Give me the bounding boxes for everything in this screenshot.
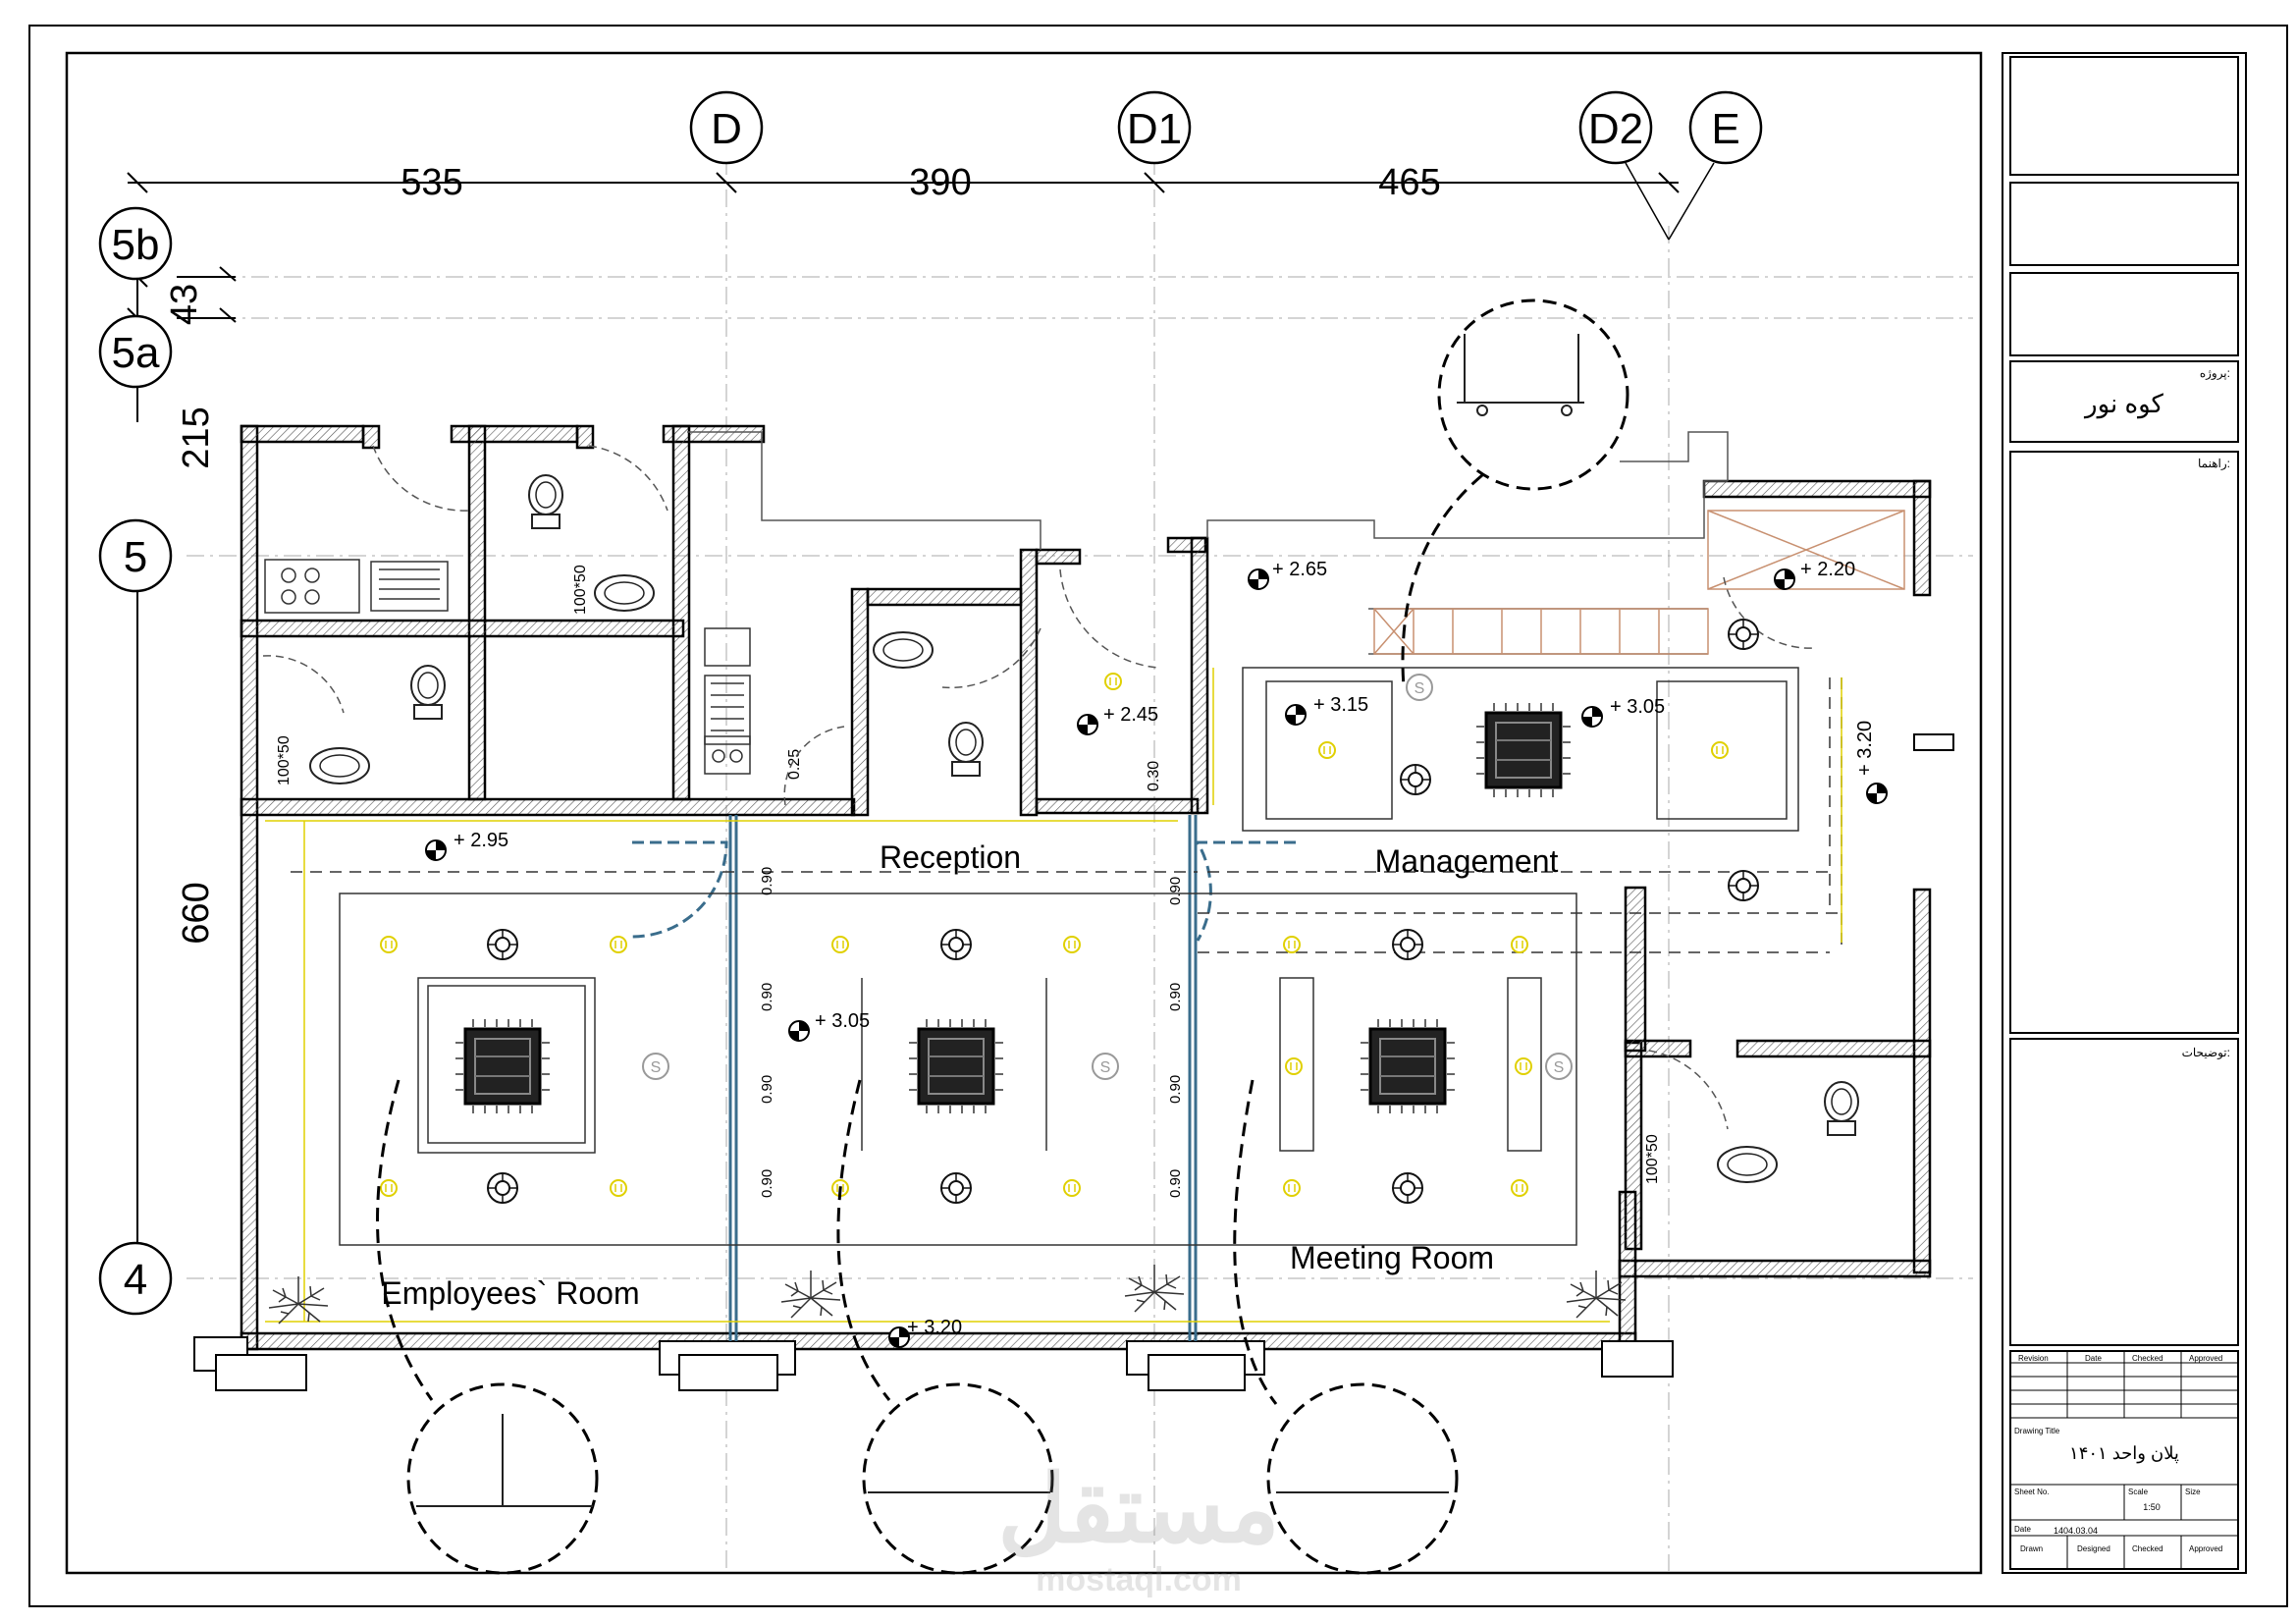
dim-note-8: 0.90 [759, 1075, 775, 1104]
dim-note-5: 0.30 [1146, 761, 1162, 791]
grid-label-4: 4 [124, 1256, 147, 1304]
door-swings [262, 445, 1817, 1130]
dim-note-6: 0.90 [759, 867, 775, 895]
dim-note-12: 0.90 [1167, 1075, 1184, 1104]
dim-note-11: 0.90 [1167, 983, 1184, 1011]
room-label-employees: Employees` Room [381, 1275, 639, 1311]
dim-top-3: 465 [1378, 162, 1440, 203]
level-markers [425, 568, 1888, 1348]
dim-note-4: 0.25 [786, 749, 803, 780]
tb-project-name: کوه نور [2083, 389, 2164, 419]
tb-scale-value: 1:50 [2143, 1502, 2161, 1512]
dim-note-9: 0.90 [759, 1169, 775, 1198]
level-6: + 3.15 [1313, 694, 1368, 716]
tb-footer-h2: Designed [2077, 1544, 2110, 1553]
grid-label-E: E [1711, 105, 1739, 153]
grid-bubble-4: 4 [98, 1241, 173, 1316]
watermark: مستقل mostaql.com [997, 1457, 1279, 1598]
level-4: + 2.45 [1103, 704, 1158, 726]
grid-label-D: D [711, 105, 742, 153]
level-5: + 2.65 [1272, 559, 1327, 580]
grid-bubble-E: E [1668, 90, 1763, 241]
tb-footer-h4: Approved [2189, 1544, 2222, 1553]
fixtures [264, 474, 1859, 1183]
level-7: + 3.05 [1610, 696, 1665, 718]
grid-bubble-5: 5 [98, 518, 173, 593]
grid-label-D1: D1 [1127, 105, 1182, 153]
dim-left-215: 215 [176, 406, 217, 468]
tb-size-label: Size [2185, 1488, 2201, 1496]
walls [240, 424, 1932, 1351]
grid-label-5b: 5b [112, 221, 160, 269]
level-2: + 3.05 [815, 1010, 870, 1032]
tb-drawing-title: پلان واحد ۱۴۰۱ [2069, 1443, 2179, 1464]
tb-date-label: Date [2014, 1525, 2031, 1534]
window-pier [193, 733, 1954, 1391]
outer-border [28, 25, 2288, 1607]
tb-drawing-title-label: Drawing Title [2014, 1427, 2060, 1435]
dim-top-2: 390 [909, 162, 971, 203]
yellow-perimeter [265, 668, 1842, 1323]
tb-rev-h4: Approved [2189, 1354, 2222, 1363]
title-block-frame [2002, 52, 2247, 1574]
tb-rev-h3: Checked [2132, 1354, 2163, 1363]
level-3: + 3.20 [907, 1317, 962, 1338]
tb-scale-label: Scale [2128, 1488, 2149, 1496]
dim-note-7: 0.90 [759, 983, 775, 1011]
tb-notes-label: توضیحات: [2182, 1046, 2230, 1059]
watermark-latin: mostaql.com [1036, 1561, 1242, 1598]
level-8: + 2.20 [1800, 559, 1855, 580]
room-label-meeting: Meeting Room [1290, 1240, 1494, 1275]
room-label-management: Management [1375, 843, 1559, 879]
grid-label-5: 5 [124, 533, 147, 581]
drawing-frame [65, 51, 1983, 1575]
grid-label-D2: D2 [1588, 105, 1643, 153]
grid-bubble-D2: D2 [1578, 90, 1670, 241]
tb-rev-h1: Revision [2018, 1354, 2049, 1363]
grid-label-5a: 5a [112, 329, 160, 377]
ceiling-outlines [291, 667, 1842, 1246]
glass-door-swings [631, 840, 1296, 942]
dim-note-3: 100*50 [1644, 1134, 1661, 1184]
detail-callouts [376, 298, 1629, 1575]
tb-footer-h3: Checked [2132, 1544, 2163, 1553]
dim-left-660: 660 [176, 882, 217, 944]
dim-note-13: 0.90 [1167, 1169, 1184, 1198]
ceiling-units [454, 701, 1573, 1115]
room-label-reception: Reception [880, 839, 1021, 875]
tb-project-label: پروژه: [2200, 366, 2230, 380]
tb-rev-h2: Date [2085, 1354, 2102, 1363]
level-1: + 2.95 [454, 830, 508, 851]
tb-sheet-no-label: Sheet No. [2014, 1488, 2050, 1496]
dim-notes-090: 0.90 0.90 0.90 0.90 0.90 0.90 0.90 0.90 [759, 867, 1184, 1198]
dim-left-43: 43 [164, 284, 205, 325]
detail-contents [416, 334, 1584, 1507]
dim-note-10: 0.90 [1167, 877, 1184, 905]
grid-bubble-5b: 5b [98, 206, 173, 281]
closet-strip [1373, 510, 1905, 655]
glass-partitions [728, 815, 1198, 1341]
grid-bubble-5a: 5a [98, 314, 173, 389]
dim-note-1: 100*50 [572, 565, 589, 615]
level-9: + 3.20 [1854, 721, 1876, 776]
dimension-lines [127, 172, 1680, 1296]
tb-supervision-label: راهنما: [2198, 457, 2230, 470]
tb-footer-h1: Drawn [2020, 1544, 2043, 1553]
grid-bubble-D1: D1 [1117, 90, 1192, 165]
watermark-arabic: مستقل [997, 1457, 1279, 1562]
grid-lines [187, 157, 1973, 1571]
tb-date-value: 1404.03.04 [2054, 1526, 2098, 1536]
dim-top-1: 535 [400, 162, 462, 203]
dim-note-2: 100*50 [276, 735, 293, 785]
grid-bubble-D: D [689, 90, 764, 165]
